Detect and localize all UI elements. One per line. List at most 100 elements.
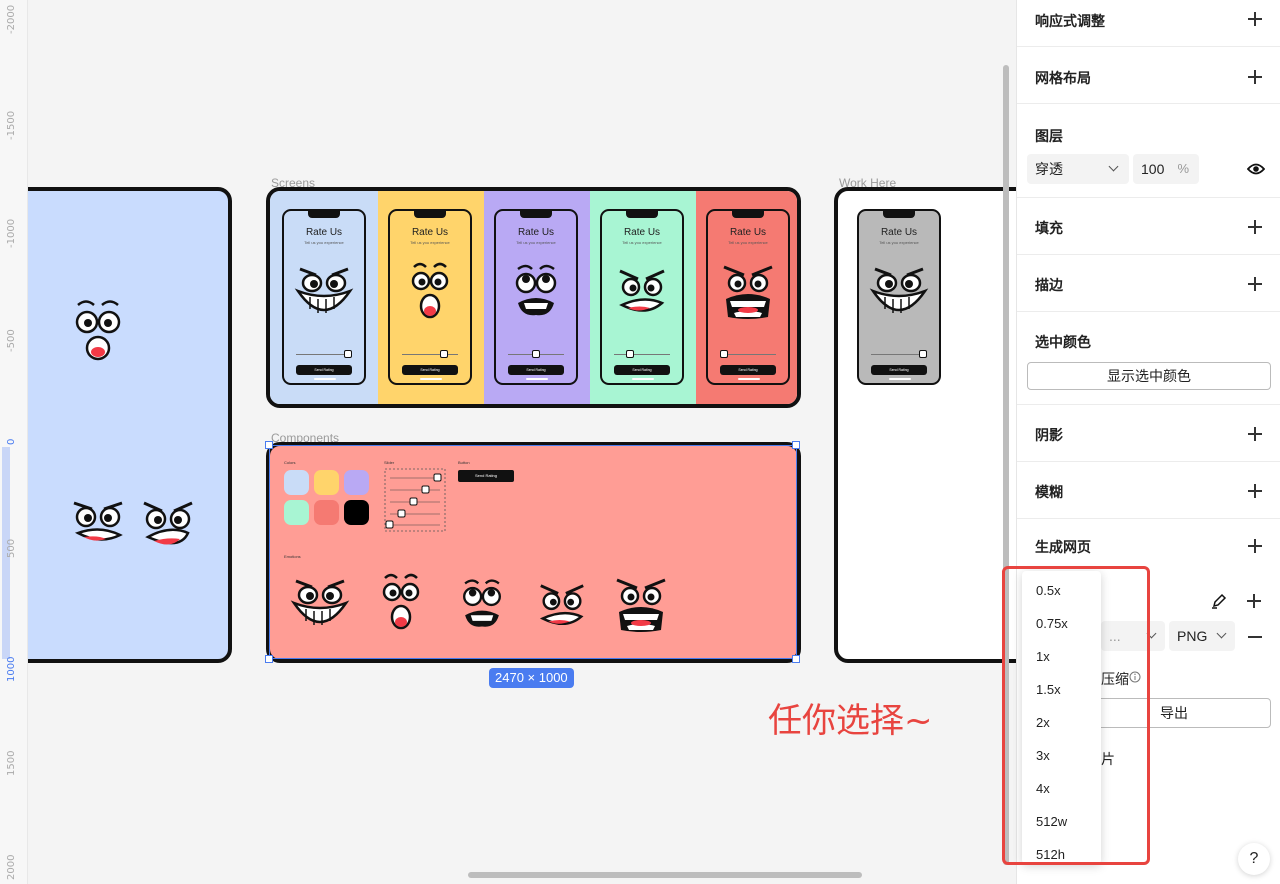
info-icon[interactable] (1129, 671, 1141, 683)
rating-slider (720, 354, 776, 355)
scale-option[interactable]: 2x (1036, 715, 1050, 730)
add-webpage-icon[interactable] (1247, 538, 1263, 554)
chevron-down-icon (1216, 628, 1227, 639)
annoyed-face-icon (619, 269, 665, 312)
phone-title: Rate Us (305, 227, 343, 238)
work-frame-label[interactable]: Work Here (839, 176, 897, 190)
phone-screen[interactable]: Rate Us Tell us you experience Send Rati… (388, 209, 472, 385)
shadow-label: 阴影 (1035, 427, 1063, 443)
show-selected-colors-button[interactable]: 显示选中颜色 (1027, 362, 1271, 390)
phone-screen[interactable]: Rate Us Tell us you experience Send Rati… (494, 209, 578, 385)
scale-option[interactable]: 3x (1036, 748, 1050, 763)
home-indicator (526, 378, 548, 380)
layers-label: 图层 (1035, 128, 1063, 144)
color-swatch[interactable] (344, 470, 369, 495)
rating-slider (614, 354, 670, 355)
design-canvas[interactable]: Screens Rate Us Tell us you experience (0, 0, 1016, 884)
scale-option[interactable]: 1x (1036, 649, 1050, 664)
opacity-value: 100 (1141, 161, 1165, 177)
scale-option[interactable]: 1.5x (1036, 682, 1061, 697)
selection-handle[interactable] (792, 441, 800, 449)
phone-screen[interactable]: Rate Us Tell us you experience Send Rati… (600, 209, 684, 385)
ruler-tick: 1000 (6, 656, 17, 682)
annoyed-face-icon[interactable] (536, 578, 588, 632)
selected-colors-label: 选中颜色 (1035, 334, 1091, 350)
opacity-input[interactable]: 100 % (1133, 154, 1199, 184)
export-format-select[interactable]: PNG (1169, 621, 1235, 651)
section-layers: 图层 穿透 100 % (1017, 104, 1280, 198)
selection-handle[interactable] (265, 441, 273, 449)
color-swatch[interactable] (284, 470, 309, 495)
selection-handle[interactable] (265, 655, 273, 663)
color-swatch[interactable] (314, 470, 339, 495)
fill-label: 填充 (1035, 220, 1063, 236)
selection-handle[interactable] (792, 655, 800, 663)
eye-icon[interactable] (1247, 162, 1265, 176)
ruler-tick: -1000 (6, 218, 17, 248)
add-stroke-icon[interactable] (1247, 276, 1263, 292)
pen-icon[interactable] (1211, 593, 1227, 609)
add-blur-icon[interactable] (1247, 483, 1263, 499)
surprised-face-icon[interactable] (380, 570, 422, 634)
export-scale-select[interactable]: ... (1101, 621, 1165, 651)
phone-screen[interactable]: Rate Us Tell us you experience Send Rati… (857, 209, 941, 385)
left-frame[interactable] (0, 187, 232, 663)
remove-export-icon[interactable] (1248, 636, 1262, 638)
horizontal-scrollbar[interactable] (468, 872, 862, 878)
stroke-label: 描边 (1035, 277, 1063, 293)
surprised-face-icon (75, 300, 121, 361)
send-rating-component[interactable]: Send Rating (458, 470, 514, 482)
furious-face-icon[interactable] (614, 574, 668, 634)
export-scale-dropdown[interactable]: 0.5x 0.75x 1x 1.5x 2x 3x 4x 512w 512h (1022, 571, 1101, 864)
scale-option[interactable]: 0.5x (1036, 583, 1061, 598)
image-partial-label: 片 (1101, 751, 1115, 767)
home-indicator (738, 378, 760, 380)
components-frame-label[interactable]: Components (271, 431, 340, 445)
send-rating-button: Send Rating (720, 365, 776, 375)
ruler-tick: 500 (6, 538, 17, 558)
button-label: Button (458, 460, 470, 465)
blend-mode-select[interactable]: 穿透 (1027, 154, 1129, 184)
section-blur: 模糊 (1017, 462, 1280, 519)
components-frame[interactable]: Colors Slider Button Send Rating Emotion… (266, 442, 801, 663)
slider-knob (626, 350, 634, 358)
scale-option[interactable]: 4x (1036, 781, 1050, 796)
phone-notch (883, 211, 915, 218)
add-export-icon[interactable] (1246, 593, 1262, 609)
worried-face-icon[interactable] (458, 574, 506, 634)
add-grid-icon[interactable] (1247, 69, 1263, 85)
vertical-scrollbar[interactable] (1003, 65, 1009, 865)
color-swatch[interactable] (284, 500, 309, 525)
screens-frame-label[interactable]: Screens (271, 176, 316, 190)
home-indicator (314, 378, 336, 380)
furious-face-icon (723, 265, 773, 319)
slider-variants[interactable] (384, 468, 446, 532)
color-swatch[interactable] (344, 500, 369, 525)
grinning-face-icon[interactable] (290, 570, 350, 636)
add-responsive-icon[interactable] (1247, 11, 1263, 27)
export-button[interactable]: 导出 (1077, 698, 1271, 728)
rating-slider (296, 354, 352, 355)
scale-option[interactable]: 512h (1036, 847, 1065, 862)
phone-screen[interactable]: Rate Us Tell us you experience Send Rati… (706, 209, 790, 385)
add-shadow-icon[interactable] (1247, 426, 1263, 442)
slider-knob (344, 350, 352, 358)
slider-knob (440, 350, 448, 358)
annoyed-face-icon (73, 501, 123, 541)
scale-option[interactable]: 0.75x (1036, 616, 1068, 631)
phone-title: Rate Us (880, 227, 918, 238)
scale-option[interactable]: 512w (1036, 814, 1068, 829)
help-button[interactable]: ? (1238, 843, 1270, 875)
section-fill: 填充 (1017, 198, 1280, 255)
screens-frame[interactable]: Rate Us Tell us you experience Send Rati… (266, 187, 801, 408)
color-swatch[interactable] (314, 500, 339, 525)
annotation-highlight-box (1002, 566, 1150, 865)
phone-screen[interactable]: Rate Us Tell us you experience Send Rati… (282, 209, 366, 385)
grid-layout-label: 网格布局 (1035, 70, 1091, 86)
work-here-frame[interactable]: Rate Us Tell us you experience Send Rati… (834, 187, 1016, 663)
add-fill-icon[interactable] (1247, 219, 1263, 235)
annotation-text: 任你选择~ (768, 701, 933, 741)
selection-size-badge: 2470 × 1000 (489, 668, 574, 688)
phone-title: Rate Us (729, 227, 767, 238)
